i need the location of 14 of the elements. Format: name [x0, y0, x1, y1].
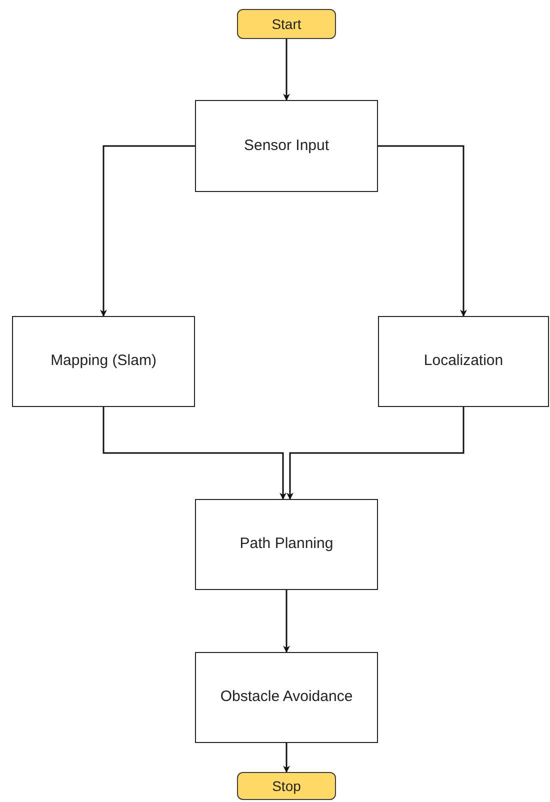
process-box: Mapping (Slam) — [12, 316, 195, 407]
process-box: Obstacle Avoidance — [195, 652, 378, 743]
arrow — [286, 407, 464, 500]
process-box: Path Planning — [195, 499, 378, 590]
arrow — [100, 145, 195, 317]
terminal-box: Start — [237, 9, 336, 39]
arrow — [102, 407, 286, 500]
process-box: Sensor Input — [195, 100, 378, 192]
arrow — [283, 39, 290, 101]
arrow — [378, 145, 467, 317]
arrow — [283, 743, 290, 773]
terminal-box: Stop — [237, 772, 336, 800]
process-box: Localization — [378, 316, 549, 407]
arrow — [283, 590, 290, 653]
